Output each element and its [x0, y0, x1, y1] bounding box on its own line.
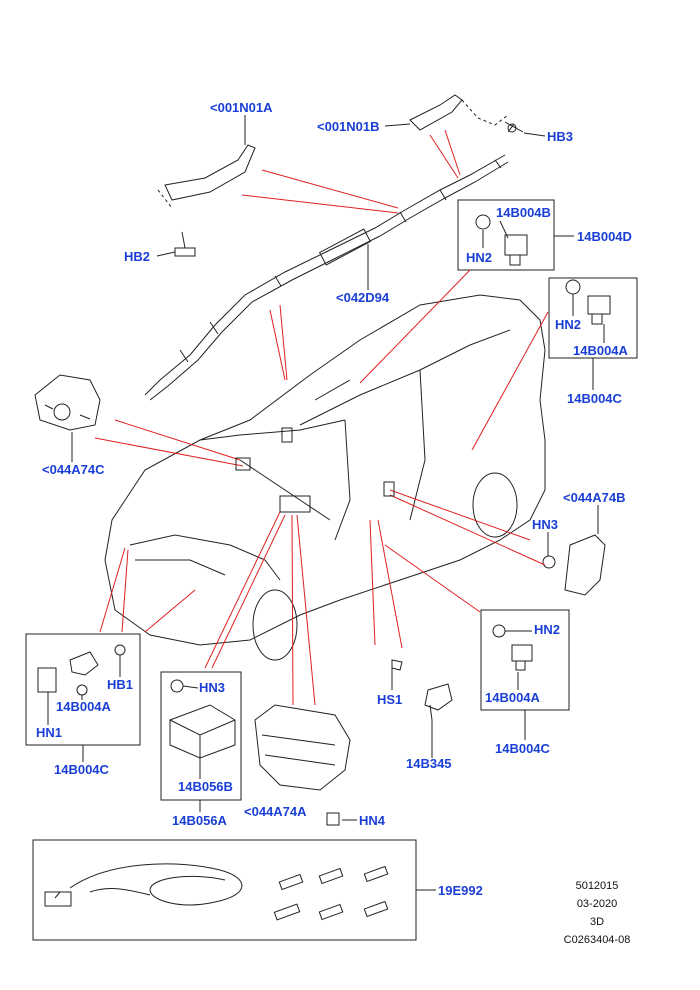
label-14b056b: 14B056B	[178, 779, 233, 794]
box-14b056a	[160, 671, 242, 801]
sensor-14b004a-left	[37, 644, 126, 696]
bolt-hb2	[174, 231, 196, 257]
label-14b004d: 14B004D	[577, 229, 632, 244]
label-hn2-top: HN2	[466, 250, 493, 265]
label-hs1: HS1	[377, 692, 403, 707]
ref-line-2: 03-2020	[576, 898, 618, 910]
nut-hn4	[326, 812, 340, 826]
label-001n01a: <001N01A	[210, 100, 273, 115]
sensor-14b004a-right	[565, 279, 611, 325]
seat-airbag	[564, 534, 606, 596]
label-hn3-right: HN3	[532, 517, 559, 532]
label-14b004c-lower: 14B004C	[495, 741, 550, 756]
red-leaders	[94, 129, 549, 706]
label-14b004c-right: 14B004C	[567, 391, 622, 406]
label-hn2-lower: HN2	[534, 622, 561, 637]
box-19e992	[32, 839, 417, 941]
label-hb1: HB1	[107, 677, 134, 692]
box-14b004d	[457, 199, 555, 271]
label-hn2-right: HN2	[555, 317, 582, 332]
label-14b004a-right: 14B004A	[573, 343, 628, 358]
callout-boxes	[25, 199, 638, 941]
roof-bracket-left	[157, 144, 256, 209]
driver-airbag	[34, 374, 101, 431]
label-hb3: HB3	[547, 129, 574, 144]
label-14b004c-left: 14B004C	[54, 762, 109, 777]
label-042d94: <042D94	[336, 290, 390, 305]
label-14b345: 14B345	[406, 756, 452, 771]
control-module	[169, 679, 236, 759]
label-14b004a-lower: 14B004A	[485, 690, 540, 705]
vehicle-outline	[104, 294, 546, 661]
sensor-14b004b	[475, 214, 528, 266]
wiring-harness	[44, 863, 389, 921]
label-14b004b: 14B004B	[496, 205, 551, 220]
label-044a74b: <044A74B	[563, 490, 626, 505]
ref-line-1: 5012015	[575, 880, 619, 892]
ref-line-3: 3D	[589, 916, 605, 928]
label-hn3-mid: HN3	[199, 680, 226, 695]
label-044a74a: <044A74A	[244, 804, 307, 819]
label-hb2: HB2	[124, 249, 151, 264]
label-14b004a-left: 14B004A	[56, 699, 111, 714]
label-hn1: HN1	[36, 725, 63, 740]
sensor-14b004a-lower	[492, 624, 533, 671]
label-19e992: 19E992	[438, 883, 483, 898]
bolt-hb3	[504, 121, 524, 133]
label-14b056a: 14B056A	[172, 813, 227, 828]
ref-line-4: C0263404-08	[563, 934, 631, 946]
nut-hn3-right	[542, 555, 556, 569]
label-001n01b: <001N01B	[317, 119, 380, 134]
label-hn4: HN4	[359, 813, 386, 828]
black-leaders	[47, 115, 605, 891]
label-044a74c: <044A74C	[42, 462, 105, 477]
passenger-airbag	[254, 704, 351, 791]
curtain-airbag	[144, 154, 509, 401]
sensor-14b345	[391, 659, 453, 721]
interior-parts	[235, 427, 395, 513]
roof-bracket-right	[409, 94, 509, 131]
